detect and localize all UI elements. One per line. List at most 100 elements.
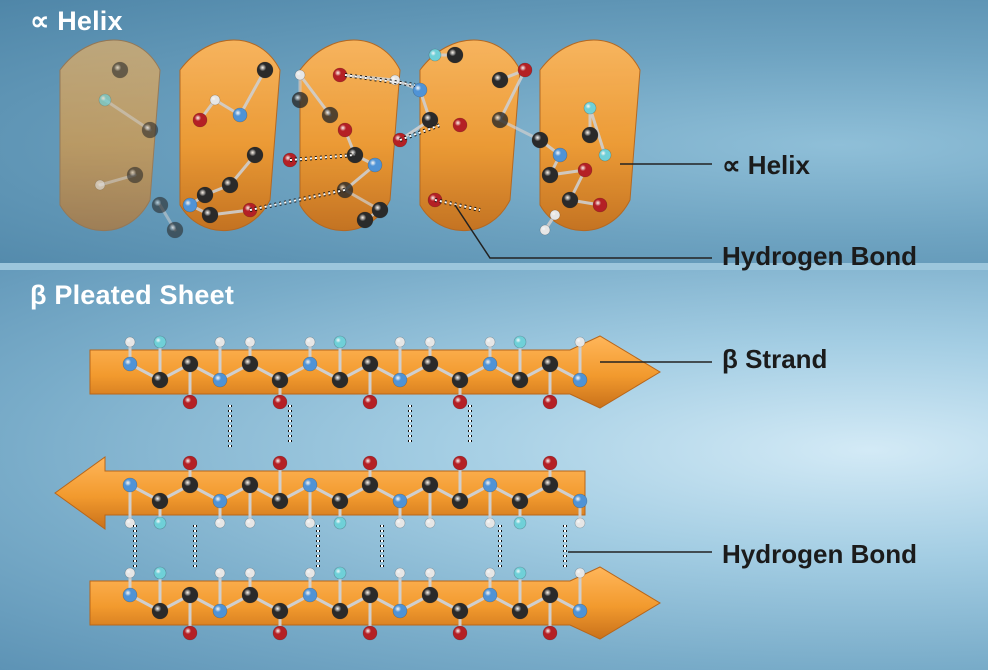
carbon-atom (196, 186, 214, 204)
oxygen-atom (542, 394, 558, 410)
nitrogen-atom (302, 587, 318, 603)
carbon-atom (356, 211, 374, 229)
carbon-atom (511, 492, 529, 510)
carbon-atom (151, 602, 169, 620)
carbon-atom (541, 355, 559, 373)
carbon-atom (331, 492, 349, 510)
carbon-atom (491, 111, 509, 129)
side-chain-atom (153, 335, 167, 349)
carbon-atom (361, 586, 379, 604)
oxygen-atom (517, 62, 533, 78)
hydrogen-atom (394, 336, 406, 348)
carbon-atom (201, 206, 219, 224)
carbon-atom (271, 602, 289, 620)
hydrogen-atom (304, 336, 316, 348)
nitrogen-atom (212, 493, 228, 509)
helix-turn (419, 39, 521, 232)
carbon-atom (491, 71, 509, 89)
oxygen-atom (592, 197, 608, 213)
carbon-atom (421, 476, 439, 494)
carbon-atom (166, 221, 184, 239)
nitrogen-atom (572, 372, 588, 388)
nitrogen-atom (122, 356, 138, 372)
carbon-atom (561, 191, 579, 209)
carbon-atom (581, 126, 599, 144)
carbon-atom (246, 146, 264, 164)
carbon-atom (141, 121, 159, 139)
nitrogen-atom (232, 107, 248, 123)
hydrogen-atom (304, 567, 316, 579)
carbon-atom (151, 492, 169, 510)
hydrogen-atom (94, 179, 106, 191)
carbon-atom (221, 176, 239, 194)
covalent-bond (498, 68, 527, 122)
helix-turn (299, 39, 401, 232)
side-chain-atom (98, 93, 112, 107)
nitrogen-atom (302, 477, 318, 493)
hydrogen-atom (244, 336, 256, 348)
carbon-atom (331, 602, 349, 620)
hydrogen-atom (484, 517, 496, 529)
helix-bond-leader-line (454, 204, 712, 259)
hydrogen-atom (214, 517, 226, 529)
nitrogen-atom (212, 603, 228, 619)
hydrogen-atom (484, 336, 496, 348)
carbon-atom (271, 492, 289, 510)
beta-strand-ribbon (54, 456, 586, 530)
hydrogen-atom (574, 517, 586, 529)
carbon-atom (151, 196, 169, 214)
hydrogen-atom (574, 567, 586, 579)
carbon-atom (541, 476, 559, 494)
oxygen-atom (362, 625, 378, 641)
covalent-bond (588, 106, 607, 157)
hydrogen-atom (124, 517, 136, 529)
sheet-hydrogen-bond-label: Hydrogen Bond (722, 539, 917, 569)
nitrogen-atom (572, 493, 588, 509)
oxygen-atom (272, 455, 288, 471)
carbon-atom (336, 181, 354, 199)
hydrogen-atom (304, 517, 316, 529)
carbon-atom (451, 492, 469, 510)
side-chain-atom (333, 516, 347, 530)
carbon-atom (151, 371, 169, 389)
oxygen-atom (452, 625, 468, 641)
alpha-helix-title: ∝ Helix (30, 6, 123, 36)
carbon-atom (421, 111, 439, 129)
oxygen-atom (452, 394, 468, 410)
nitrogen-atom (392, 493, 408, 509)
nitrogen-atom (367, 157, 383, 173)
hydrogen-atom (244, 567, 256, 579)
carbon-atom (241, 586, 259, 604)
side-chain-atom (333, 566, 347, 580)
nitrogen-atom (412, 82, 428, 98)
carbon-atom (531, 131, 549, 149)
nitrogen-atom (482, 356, 498, 372)
nitrogen-atom (392, 603, 408, 619)
carbon-atom (541, 166, 559, 184)
side-chain-atom (153, 566, 167, 580)
beta-sheet-title: β Pleated Sheet (30, 280, 235, 310)
covalent-bond (238, 68, 267, 117)
carbon-atom (511, 371, 529, 389)
oxygen-atom (272, 625, 288, 641)
carbon-atom (241, 355, 259, 373)
nitrogen-atom (122, 587, 138, 603)
oxygen-atom (362, 394, 378, 410)
oxygen-atom (272, 394, 288, 410)
side-chain-atom (598, 148, 612, 162)
hydrogen-atom (484, 567, 496, 579)
hydrogen-atom (539, 224, 551, 236)
helix-hydrogen-bond-label: Hydrogen Bond (722, 241, 917, 271)
oxygen-atom (192, 112, 208, 128)
covalent-bond (103, 98, 152, 132)
oxygen-atom (577, 162, 593, 178)
carbon-atom (511, 602, 529, 620)
oxygen-atom (337, 122, 353, 138)
nitrogen-atom (182, 197, 198, 213)
carbon-atom (361, 355, 379, 373)
covalent-bond (298, 73, 332, 117)
beta-strand-label: β Strand (722, 344, 828, 374)
oxygen-atom (182, 394, 198, 410)
